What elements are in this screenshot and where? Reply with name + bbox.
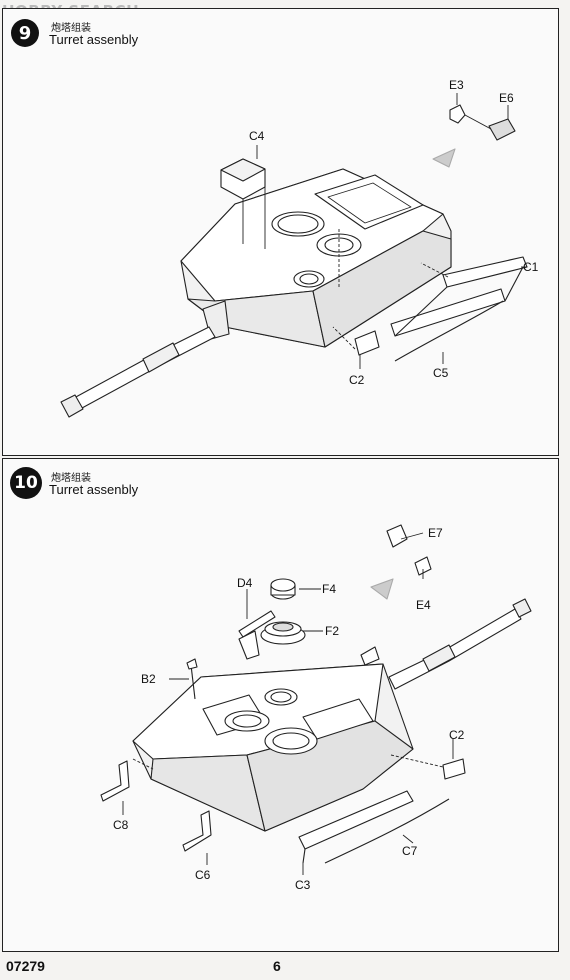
step-title-english: Turret assenbly [49,482,139,497]
step-title-english: Turret assenbly [49,32,139,47]
part-label-c8: C8 [113,818,129,832]
part-label-c5: C5 [433,366,449,380]
part-label-c1: C1 [523,260,539,274]
part-label-b2: B2 [141,672,156,686]
step-number-badge: 9 [11,19,39,47]
part-label-e4: E4 [416,598,431,612]
part-label-c6: C6 [195,868,211,882]
part-label-c4: C4 [249,129,265,143]
step-title-chinese: 炮塔组装 [51,23,91,34]
part-label-d4: D4 [237,576,253,590]
part-label-e3: E3 [449,78,464,92]
step-10-panel: 10 炮塔组装 Turret assenbly [2,458,559,952]
part-label-c3: C3 [295,878,311,892]
part-label-e6: E6 [499,91,514,105]
part-label-e7: E7 [428,526,443,540]
turret-drawing-step-10: E7 D4 F4 F2 E4 B2 C2 C8 C7 C6 C3 [100,524,532,892]
part-label-c2: C2 [349,373,365,387]
part-label-f2: F2 [325,624,339,638]
part-label-c2: C2 [449,728,465,742]
step-9-panel: 9 炮塔组装 Turret assenbly [2,8,559,456]
page-number: 6 [273,958,281,974]
step-title-chinese: 炮塔组装 [51,473,91,484]
step-number-badge: 10 [10,467,42,499]
part-label-c7: C7 [402,844,418,858]
part-label-f4: F4 [322,582,336,596]
turret-drawing-step-9: C4 E3 E6 C1 C2 C5 [60,78,539,418]
product-code: 07279 [6,958,45,974]
